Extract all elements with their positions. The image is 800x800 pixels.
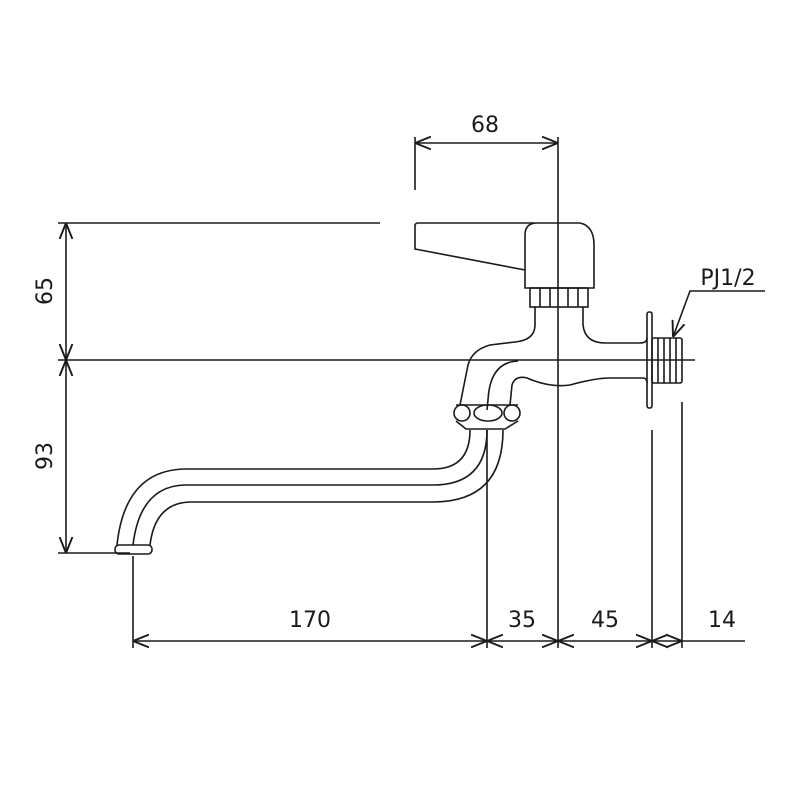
- extension-lines: [58, 137, 695, 648]
- dim-35-label: 35: [508, 608, 536, 633]
- dim-68-label: 68: [471, 113, 499, 138]
- thread-spec-label: PJ1/2: [700, 266, 755, 291]
- dim-45-label: 45: [591, 608, 619, 633]
- thread: [651, 337, 683, 384]
- swivel-ring: [453, 404, 521, 430]
- body-outline: [459, 307, 536, 406]
- spout: [114, 429, 504, 555]
- spout-tip: [114, 544, 153, 555]
- dim-65-label: 65: [33, 277, 58, 305]
- lever-handle: [414, 222, 535, 271]
- hex-nut: [529, 287, 589, 308]
- dimension-lines: [66, 143, 765, 641]
- dim-14-label: 14: [708, 608, 736, 633]
- dim-170-label: 170: [289, 608, 331, 633]
- dim-93-label: 93: [33, 442, 58, 470]
- handle-cap: [524, 222, 595, 289]
- faucet-body: [114, 222, 683, 555]
